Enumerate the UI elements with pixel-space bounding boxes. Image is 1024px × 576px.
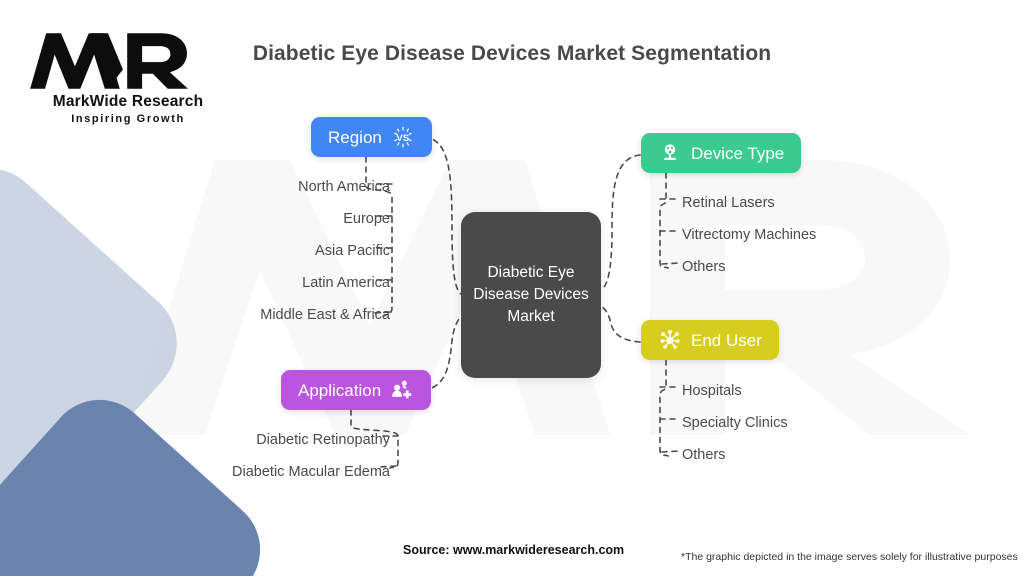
source-label: Source: www.markwideresearch.com [403, 543, 625, 557]
connector-enduser-center [600, 305, 641, 343]
versus-burst-icon: VS [391, 125, 415, 149]
connector-region-center [423, 136, 462, 295]
segment-pill-device-type-label: Device Type [691, 143, 785, 163]
list-item: Hospitals [682, 383, 742, 399]
list-item: Asia Pacific [315, 243, 390, 259]
list-item: Others [682, 259, 726, 275]
segment-pill-application-label: Application [298, 380, 382, 400]
disclaimer-label: *The graphic depicted in the image serve… [681, 551, 1018, 563]
segment-items-device-type: Retinal Lasers Vitrectomy Machines Other… [682, 187, 962, 283]
list-item: Latin America [302, 275, 390, 291]
list-item: North America [298, 179, 390, 195]
page-title: Diabetic Eye Disease Devices Market Segm… [252, 42, 772, 65]
center-node: Diabetic Eye Disease Devices Market [461, 212, 601, 378]
connector-enduser-rail [659, 359, 669, 457]
svg-text:VS: VS [396, 133, 409, 144]
network-cluster-icon [658, 328, 682, 352]
connector-device-center [600, 154, 641, 291]
connector-enduser-tick-2 [661, 450, 680, 453]
segment-items-application: Diabetic Retinopathy Diabetic Macular Ed… [140, 424, 390, 488]
brand-logo: MarkWide Research Inspiring Growth [28, 30, 228, 125]
list-item: Vitrectomy Machines [682, 227, 817, 243]
logo-tagline: Inspiring Growth [71, 113, 185, 125]
connector-device-rail [659, 172, 669, 269]
logo-company-name: MarkWide Research [52, 93, 204, 110]
add-user-icon [390, 378, 414, 402]
list-item: Diabetic Macular Edema [232, 464, 390, 480]
segment-pill-device-type[interactable]: Device Type [641, 133, 802, 173]
segment-items-region: North America Europe Asia Pacific Latin … [140, 171, 390, 331]
list-item: Retinal Lasers [682, 195, 775, 211]
microscope-icon [658, 141, 682, 165]
segment-pill-end-user-label: End User [691, 330, 762, 350]
segment-pill-region[interactable]: Region VS [311, 117, 432, 157]
list-item: Diabetic Retinopathy [256, 432, 390, 448]
segment-pill-end-user[interactable]: End User [641, 320, 779, 360]
list-item: Middle East & Africa [260, 307, 390, 323]
segment-pill-application[interactable]: Application [281, 370, 432, 410]
logo-mark-mwr [30, 33, 188, 89]
segment-pill-region-label: Region [328, 127, 382, 147]
connector-device-tick-2 [661, 262, 680, 265]
list-item: Europe [343, 211, 390, 227]
list-item: Specialty Clinics [682, 415, 788, 431]
list-item: Others [682, 447, 726, 463]
center-node-label: Diabetic Eye Disease Devices Market [473, 264, 589, 325]
segment-items-end-user: Hospitals Specialty Clinics Others [682, 375, 962, 471]
